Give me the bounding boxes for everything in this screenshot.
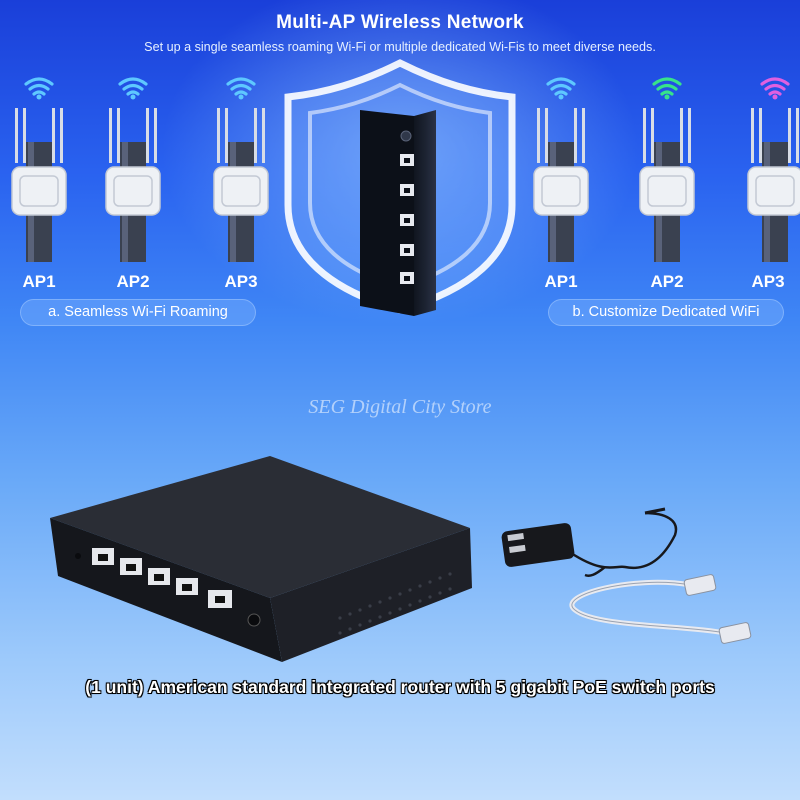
- product-caption: (1 unit) American standard integrated ro…: [85, 677, 715, 697]
- power-adapter-image: [501, 507, 752, 644]
- access-point-image: [533, 77, 589, 262]
- ap-right-1: AP1: [526, 72, 596, 302]
- pill-dedicated-wifi: b. Customize Dedicated WiFi: [548, 299, 784, 326]
- ap-label: AP3: [224, 272, 258, 291]
- ethernet-cable-image: [569, 574, 752, 644]
- wifi-icon: [652, 77, 682, 96]
- router-image: [50, 456, 472, 662]
- wifi-icon: [546, 77, 576, 96]
- page-title: Multi-AP Wireless Network: [276, 12, 524, 33]
- access-point-image: [747, 77, 800, 262]
- ap-label: AP2: [116, 272, 150, 291]
- ap-left-3: AP3: [206, 72, 276, 302]
- pill-seamless-roaming: a. Seamless Wi-Fi Roaming: [20, 299, 256, 326]
- ap-right-2: AP2: [632, 72, 702, 302]
- wifi-icon: [760, 77, 790, 96]
- wifi-icon: [24, 77, 54, 96]
- store-watermark: SEG Digital City Store: [308, 396, 492, 418]
- ap-label: AP2: [650, 272, 684, 291]
- wifi-icon: [118, 77, 148, 96]
- page-subtitle: Set up a single seamless roaming Wi-Fi o…: [144, 40, 656, 54]
- access-point-image: [639, 77, 695, 262]
- ap-left-1: AP1: [4, 72, 74, 302]
- access-point-image: [11, 77, 67, 262]
- ap-left-2: AP2: [98, 72, 168, 302]
- ap-label: AP1: [22, 272, 56, 291]
- ap-label: AP1: [544, 272, 578, 291]
- ap-right-3: AP3: [740, 72, 800, 302]
- ap-label: AP3: [751, 272, 785, 291]
- router-tower-image: [360, 110, 436, 316]
- access-point-image: [213, 77, 269, 262]
- wifi-icon: [226, 77, 256, 96]
- access-point-image: [105, 77, 161, 262]
